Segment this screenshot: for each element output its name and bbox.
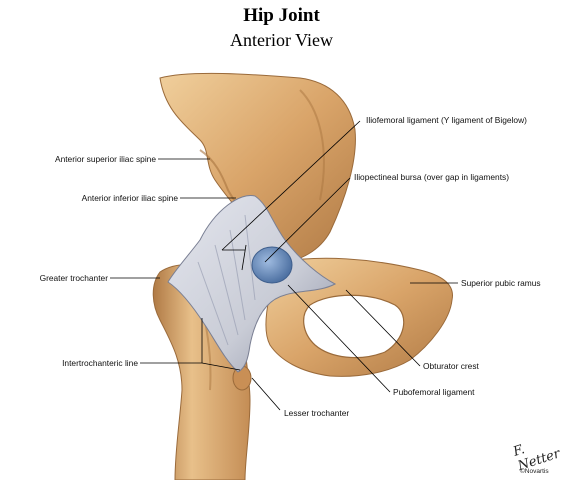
label-iliofemoral-ligament: Iliofemoral ligament (Y ligament of Bige… xyxy=(366,115,527,125)
ligament-capsule xyxy=(167,194,337,373)
label-anterior-superior-iliac-spine: Anterior superior iliac spine xyxy=(54,154,156,164)
label-lesser-trochanter: Lesser trochanter xyxy=(284,408,350,418)
diagram-subtitle: Anterior View xyxy=(229,30,334,50)
label-anterior-inferior-iliac-spine: Anterior inferior iliac spine xyxy=(81,193,178,203)
label-iliopectineal-bursa: Iliopectineal bursa (over gap in ligamen… xyxy=(354,172,510,182)
diagram-title: Hip Joint xyxy=(243,5,320,26)
copyright-notice: ©Novartis xyxy=(520,468,549,475)
label-greater-trochanter: Greater trochanter xyxy=(39,273,108,283)
iliopectineal-bursa xyxy=(251,246,293,284)
label-intertrochanteric-line: Intertrochanteric line xyxy=(62,358,138,368)
label-superior-pubic-ramus: Superior pubic ramus xyxy=(461,278,541,288)
ilium-bone xyxy=(159,72,356,263)
label-obturator-crest: Obturator crest xyxy=(423,361,479,371)
obturator-foramen xyxy=(303,294,405,359)
leader-lines xyxy=(110,120,458,411)
label-pubofemoral-ligament: Pubofemoral ligament xyxy=(393,387,475,397)
